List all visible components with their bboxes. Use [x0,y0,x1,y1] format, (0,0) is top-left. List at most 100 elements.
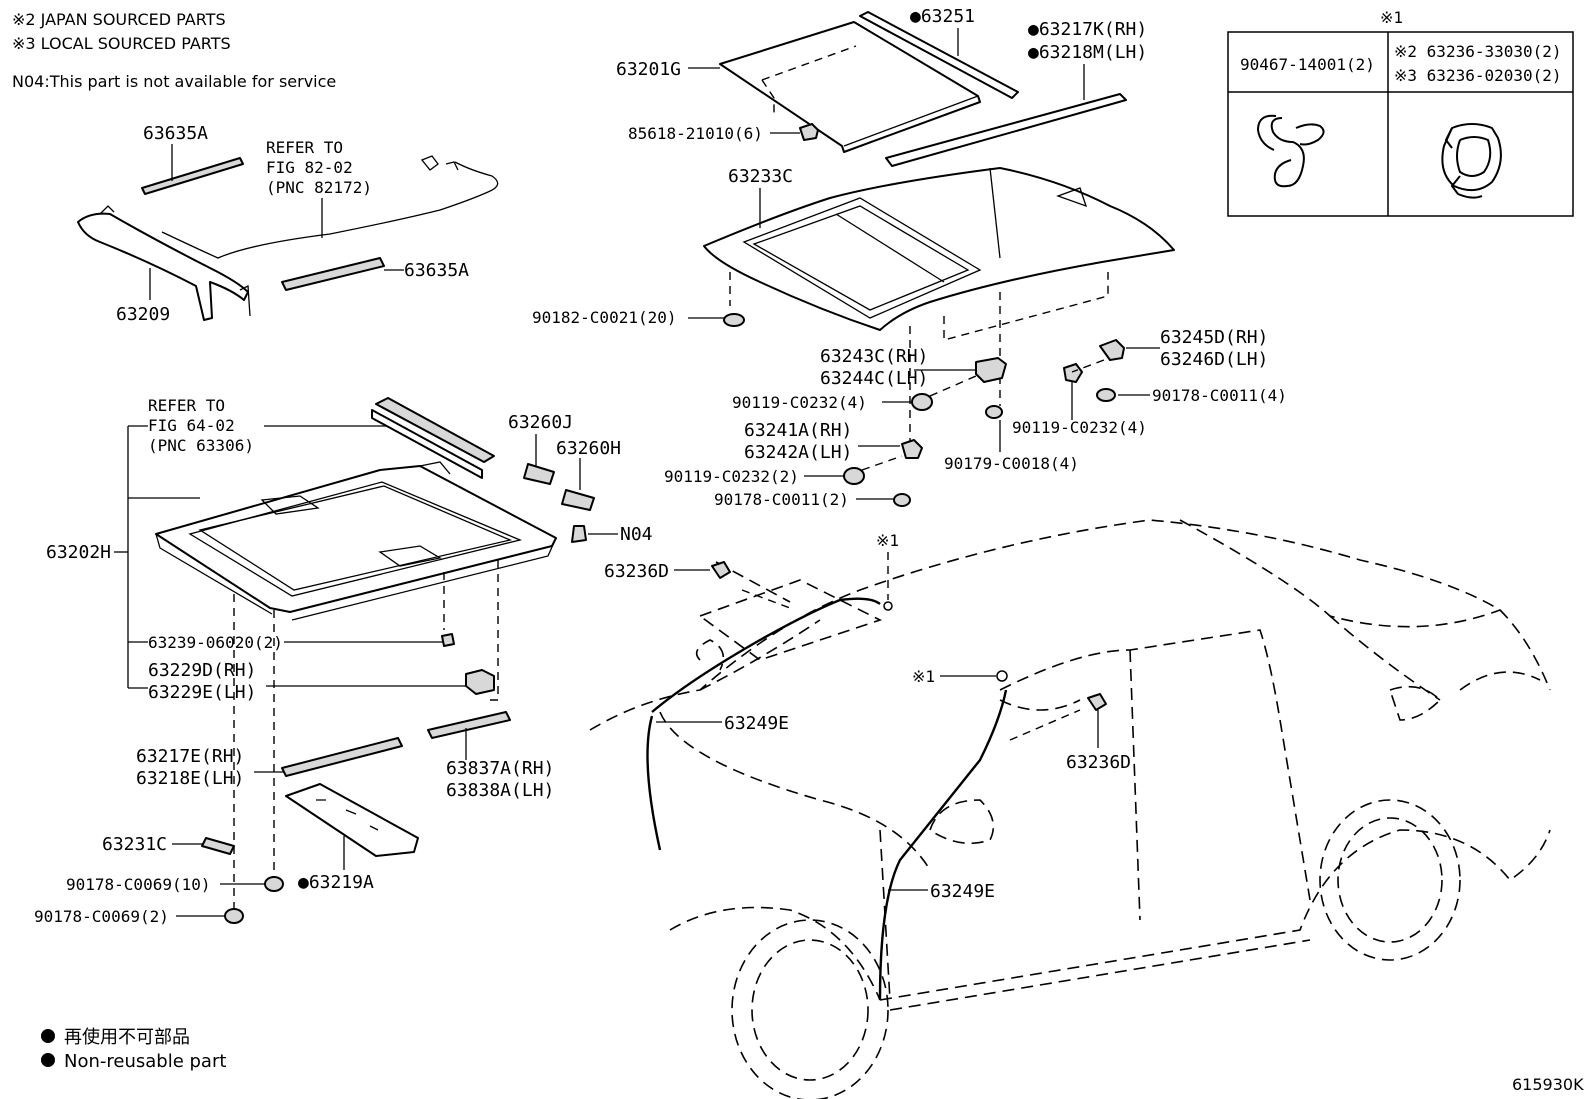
nut-90119-c [843,467,865,485]
refer82-line3: (PNC 82172) [266,178,372,197]
label-63218E: 63218E(LH) [136,768,244,789]
label-90182: 90182-C0021(20) [532,308,677,327]
label-90119b: 90119-C0232(4) [1012,418,1147,437]
note-japan: ※2 JAPAN SOURCED PARTS [12,10,226,29]
bracket-63245D [1099,339,1125,361]
label-63202H: 63202H [46,542,111,563]
nut-90119-left [911,393,933,411]
trim-strip-63635A-top [141,157,244,195]
drain-hose-front-lower [646,715,662,851]
sunshade-roll [375,397,495,463]
moulding-63217K [885,93,1127,167]
label-mark1-mid: ※1 [912,667,935,686]
label-63635A-bot: 63635A [404,260,469,281]
label-63201G: 63201G [616,59,681,80]
clip-right-part-1: ※2 63236-33030(2) [1394,42,1562,61]
label-63236D-bot: 63236D [1066,752,1131,773]
screw-85618 [799,123,819,141]
clip-90178d [224,908,244,924]
band-clip-icon [1441,123,1502,199]
frame-63202H [155,465,557,613]
label-63260H: 63260H [556,438,621,459]
label-63245D: 63245D(RH) [1160,327,1268,348]
clip-90178c [264,876,284,892]
deflector-63219A [285,783,419,857]
motor-63260J [523,463,555,485]
bracket-63231C [201,837,235,855]
label-63635A-top: 63635A [143,123,208,144]
clip-90178a [1096,388,1116,402]
label-90178d: 90178-C0069(2) [34,907,169,926]
label-63239: 63239-06020(2) [148,633,283,652]
clip-table: ※1 90467-14001(2) ※2 63236-33030(2) ※3 6… [1227,8,1574,217]
label-90178a: 90178-C0011(4) [1152,386,1287,405]
bracket-63243C [975,357,1007,383]
label-63219A: ●63219A [298,872,374,893]
label-63243C: 63243C(RH) [820,346,928,367]
refer64-line2: FIG 64-02 [148,416,235,435]
roof-panel-63233C [703,167,1175,331]
weatherstrip-63251 [859,11,1019,99]
trim-strip-63635A-bot [281,257,385,291]
bracket-63241A [901,439,923,459]
label-mark1-top: ※1 [876,531,899,550]
label-85618: 85618-21010(6) [628,124,763,143]
label-63229D: 63229D(RH) [148,660,256,681]
label-63838A: 63838A(LH) [446,780,554,801]
roof-glass-group: 63201G ●63251 ●63217K(RH) ●63218M(LH) 85… [532,6,1175,450]
label-90179: 90179-C0018(4) [944,454,1079,473]
note-local: ※3 LOCAL SOURCED PARTS [12,34,231,53]
label-63233C: 63233C [728,166,793,187]
label-63241A: 63241A(RH) [744,420,852,441]
label-63246D: 63246D(LH) [1160,349,1268,370]
sunroof-frame-group: REFER TO FIG 64-02 (PNC 63306) 63202H 63… [46,396,653,910]
wire-clip-icon [1256,114,1325,188]
figure-id: 615930K [1512,1075,1584,1094]
label-90178b: 90178-C0011(2) [714,490,849,509]
grommet-63236D-top [711,561,731,579]
clip-table-mark: ※1 [1380,8,1403,27]
roof-brackets-group: 63245D(RH) 63246D(LH) 63243C(RH) 63244C(… [664,327,1287,509]
car-outline [589,519,1551,1099]
harness-wire [161,161,499,259]
bracket-63229D [465,669,495,695]
label-63249E-top: 63249E [724,713,789,734]
label-63229E: 63229E(LH) [148,682,256,703]
drain-hose-front [651,597,881,713]
refer82-line2: FIG 82-02 [266,158,353,177]
legend: 再使用不可部品 Non-reusable part [41,1027,226,1072]
label-63217E: 63217E(RH) [136,746,244,767]
label-63244C: 63244C(LH) [820,368,928,389]
moulding-63217E [281,737,403,777]
label-90178c: 90178-C0069(10) [66,875,211,894]
label-63209: 63209 [116,304,170,325]
label-63260J: 63260J [508,412,573,433]
label-63217K: ●63217K(RH) [1028,19,1147,40]
clip-90178b [893,493,911,507]
bolt-N04 [571,525,587,543]
grommet-63236D-bot [1087,693,1107,711]
nut-90119-right [1063,363,1083,383]
drain-hose-group: 63249E 63249E 63236D 63236D ※1 ※1 [604,531,1131,1001]
note-n04: N04:This part is not available for servi… [12,72,336,91]
clip-63239 [441,633,455,647]
label-63249E-bot: 63249E [930,881,995,902]
label-63218M: ●63218M(LH) [1028,42,1147,63]
label-63837A: 63837A(RH) [446,758,554,779]
label-63231C: 63231C [102,834,167,855]
clip-right-part-2: ※3 63236-02030(2) [1394,66,1562,85]
refer82-line1: REFER TO [266,138,343,157]
label-63236D-top: 63236D [604,561,669,582]
drain-hose-rear [878,689,1008,1001]
clip-left-part: 90467-14001(2) [1240,55,1375,74]
refer64-line1: REFER TO [148,396,225,415]
label-90119c: 90119-C0232(2) [664,467,799,486]
label-63242A: 63242A(LH) [744,442,852,463]
legend-jp: 再使用不可部品 [64,1027,190,1048]
label-63251: ●63251 [910,6,975,27]
lower-parts-group: 63217E(RH) 63218E(LH) 63837A(RH) 63838A(… [34,711,554,926]
header-notes: ※2 JAPAN SOURCED PARTS ※3 LOCAL SOURCED … [12,10,336,91]
refer64-line3: (PNC 63306) [148,436,254,455]
label-90119a: 90119-C0232(4) [732,393,867,412]
